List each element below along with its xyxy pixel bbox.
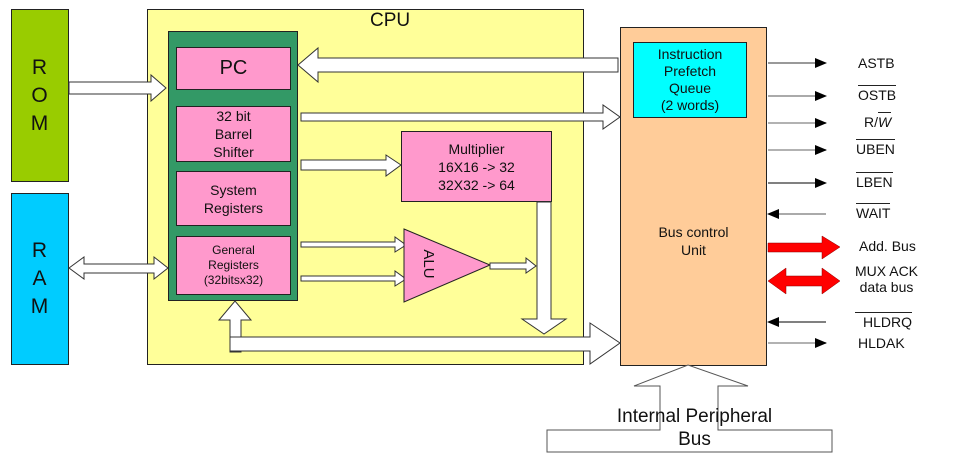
system-registers: System Registers — [176, 171, 291, 226]
prefetch-to-pc-arrow — [297, 46, 619, 84]
cpu-title: CPU — [370, 10, 411, 31]
bus-control-label: Bus control Unit — [658, 224, 729, 258]
mux-data-bus-arrow — [767, 267, 841, 295]
general-to-alu-arrow-1 — [300, 236, 407, 253]
alu-output-arrow — [489, 256, 537, 274]
signal-address-bus: Add. Bus — [859, 238, 916, 254]
address-bus-arrow — [767, 235, 841, 260]
internal-data-bus-arrow — [217, 300, 253, 353]
general-registers: General Registers (32bitsx32) — [176, 236, 291, 295]
signal-rw: R/W — [864, 112, 892, 130]
internal-peripheral-bus-arrow — [546, 364, 833, 453]
internal-peripheral-bus-label: Internal Peripheral Bus — [616, 406, 773, 450]
shifter-to-multiplier-arrow — [300, 154, 402, 177]
signal-mux-data-bus: MUX ACK data bus — [855, 263, 919, 295]
general-to-alu-arrow-2 — [300, 270, 407, 287]
multiplier-down-arrow — [520, 201, 568, 335]
multiplier: Multiplier 16X16 -> 32 32X32 -> 64 — [401, 131, 552, 202]
internal-bus-to-bcu-arrow — [229, 322, 621, 365]
prefetch-queue: Instruction Prefetch Queue (2 words) — [633, 42, 747, 118]
rom-label: R O M — [30, 55, 50, 135]
signal-astb: ASTB — [858, 55, 895, 71]
signal-hldrq: HLDRQ — [855, 312, 913, 330]
alu-block — [403, 228, 492, 303]
barrel-shifter: 32 bit Barrel Shifter — [176, 106, 291, 162]
signal-hldak: HLDAK — [858, 335, 905, 351]
rom-block: R O M — [11, 9, 69, 182]
ram-label: R A M — [30, 239, 50, 318]
barrel-to-bcu-arrow — [300, 104, 621, 130]
rom-to-pc-arrow — [68, 73, 167, 103]
ram-general-registers-arrow — [68, 255, 169, 281]
pc-register: PC — [176, 47, 291, 90]
signal-lben: LBEN — [856, 172, 893, 190]
signal-wait: WAIT — [856, 203, 891, 221]
signal-uben: UBEN — [856, 139, 895, 157]
signal-ostb: OSTB — [858, 85, 897, 103]
ram-block: R A M — [11, 193, 69, 365]
alu-label: ALU — [420, 249, 437, 278]
